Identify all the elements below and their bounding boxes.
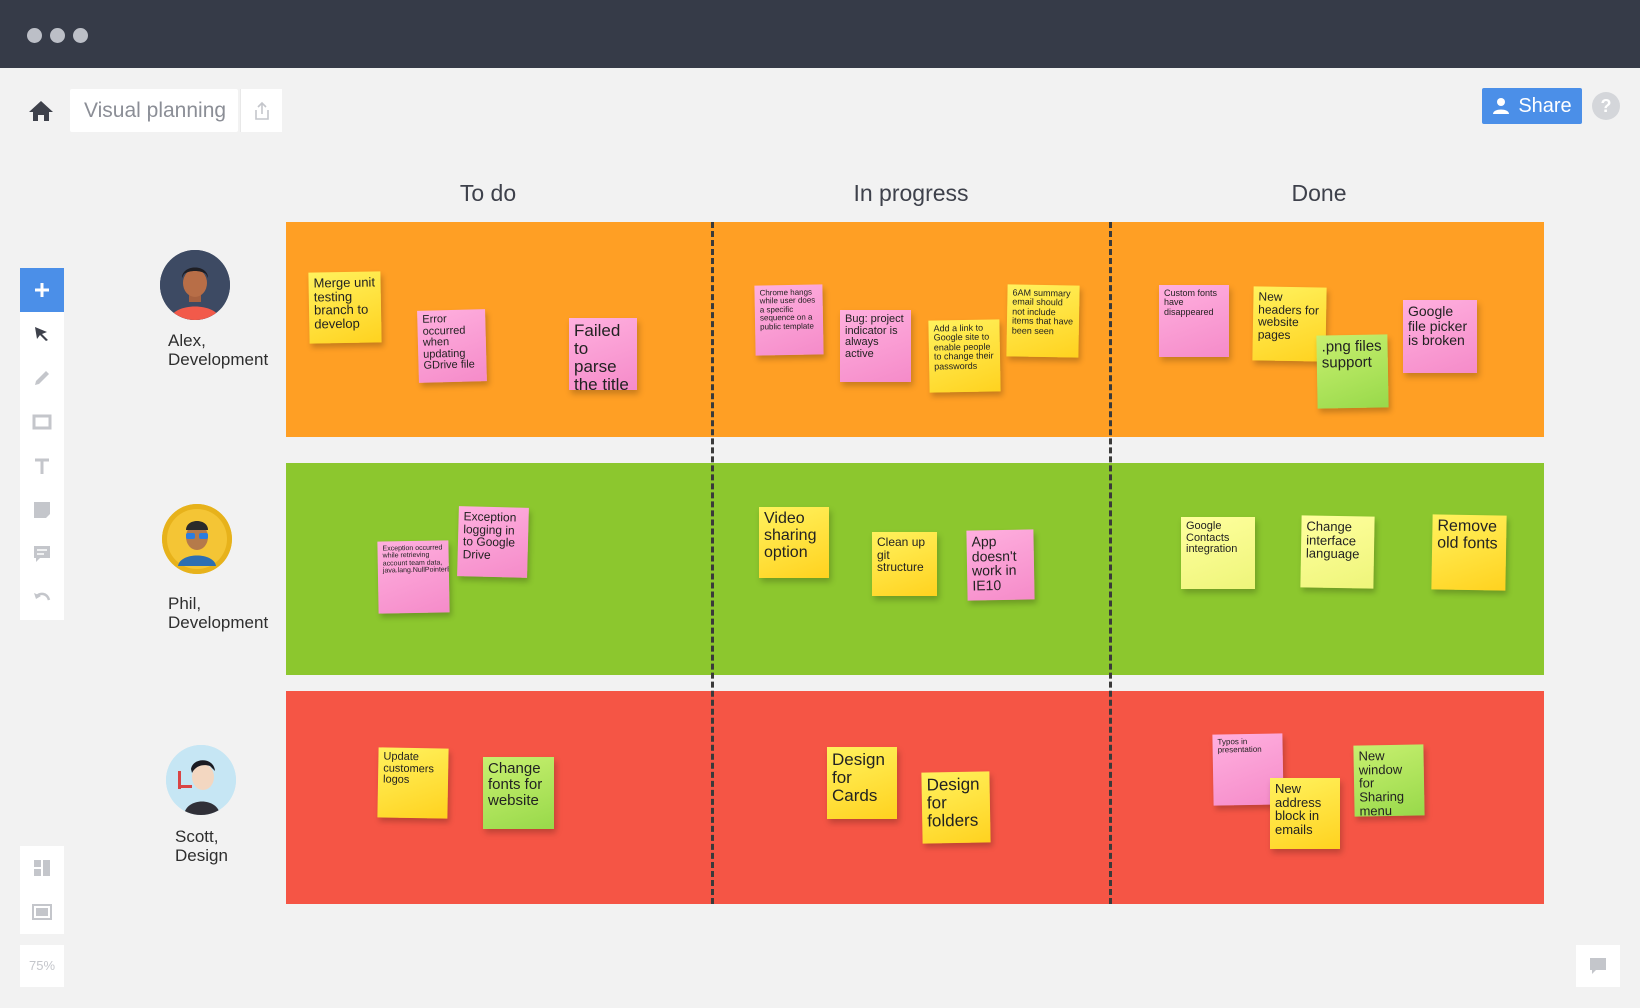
- sticky-note-icon: [34, 502, 50, 518]
- sticky-note[interactable]: Google file picker is broken: [1403, 300, 1477, 373]
- sticky-note[interactable]: Design for folders: [921, 771, 991, 844]
- fit-screen-toggle[interactable]: [20, 890, 64, 934]
- export-button[interactable]: [240, 89, 282, 132]
- column-title-done: Done: [1291, 180, 1347, 206]
- person-role: Development: [168, 350, 269, 369]
- pen-tool[interactable]: [20, 356, 64, 400]
- shape-tool[interactable]: [20, 400, 64, 444]
- plus-icon: [35, 283, 49, 297]
- avatar-scott[interactable]: [166, 745, 236, 815]
- help-button[interactable]: ?: [1592, 92, 1620, 120]
- chat-icon: [1590, 958, 1606, 974]
- share-label: Share: [1518, 94, 1572, 117]
- tool-panel: [20, 268, 64, 620]
- layout-toggle[interactable]: [20, 846, 64, 890]
- avatar-alex[interactable]: [160, 250, 230, 320]
- avatar-phil[interactable]: [162, 504, 232, 574]
- sticky-note[interactable]: New headers for website pages: [1252, 286, 1327, 362]
- window-dot-minimize[interactable]: [50, 28, 65, 43]
- person-role: Development: [168, 613, 269, 632]
- rectangle-icon: [32, 414, 52, 430]
- select-tool[interactable]: [20, 312, 64, 356]
- sticky-note[interactable]: Video sharing option: [759, 507, 829, 578]
- sticky-note[interactable]: Exception logging in to Google Drive: [457, 506, 529, 578]
- sticky-note-tool[interactable]: [20, 488, 64, 532]
- sticky-note[interactable]: .png files support: [1316, 334, 1389, 409]
- column-title-todo: To do: [459, 180, 517, 206]
- home-icon: [29, 101, 53, 121]
- column-title-in-progress: In progress: [853, 180, 969, 206]
- comment-icon: [34, 546, 50, 562]
- sticky-note[interactable]: Design for Cards: [827, 747, 897, 819]
- share-button[interactable]: Share: [1482, 88, 1582, 124]
- pencil-icon: [35, 371, 49, 385]
- person-name: Scott,: [175, 827, 219, 846]
- text-t-icon: [35, 458, 49, 474]
- user-icon: [1493, 98, 1510, 114]
- sticky-note[interactable]: Exception occurred while retrieving acco…: [377, 540, 450, 614]
- undo-icon: [34, 592, 51, 601]
- column-divider: [711, 222, 714, 904]
- undo-tool[interactable]: [20, 576, 64, 620]
- window-dot-maximize[interactable]: [73, 28, 88, 43]
- board-title[interactable]: Visual planning: [70, 89, 238, 132]
- add-tool[interactable]: [20, 268, 64, 312]
- sticky-note[interactable]: Chrome hangs while user does a specific …: [754, 284, 824, 356]
- sticky-note[interactable]: Error occurred when updating GDrive file: [417, 309, 487, 383]
- sticky-note[interactable]: New window for Sharing menu: [1353, 744, 1425, 817]
- person-name-scott: Scott, Design: [175, 827, 228, 865]
- sticky-note[interactable]: App doesn't work in IE10: [966, 529, 1035, 601]
- sticky-note[interactable]: Clean up git structure: [872, 532, 937, 596]
- zoom-level[interactable]: 75%: [20, 945, 64, 987]
- person-name: Alex,: [168, 331, 206, 350]
- fit-screen-icon: [32, 904, 52, 920]
- sticky-note[interactable]: Custom fonts have disappeared: [1159, 285, 1229, 357]
- person-name-alex: Alex, Development: [168, 331, 268, 369]
- sticky-note[interactable]: Failed to parse the title: [569, 318, 637, 390]
- sticky-note[interactable]: Change fonts for website: [483, 757, 554, 829]
- home-button[interactable]: [24, 96, 58, 126]
- sticky-note[interactable]: Add a link to Google site to enable peop…: [928, 319, 1001, 393]
- sticky-note[interactable]: 6AM summary email should not include ite…: [1006, 284, 1080, 358]
- cursor-arrow-icon: [35, 327, 48, 341]
- sticky-note[interactable]: New address block in emails: [1270, 778, 1340, 849]
- sticky-note[interactable]: Google Contacts integration: [1181, 517, 1255, 589]
- sticky-note[interactable]: Remove old fonts: [1431, 514, 1507, 591]
- sticky-note[interactable]: Merge unit testing branch to develop: [308, 271, 382, 344]
- person-name-phil: Phil, Development: [168, 594, 268, 632]
- window-titlebar: [0, 0, 1640, 68]
- view-panel: [20, 846, 64, 934]
- person-name: Phil,: [168, 594, 202, 613]
- upload-icon: [254, 101, 269, 120]
- layout-icon: [34, 860, 50, 876]
- window-dot-close[interactable]: [27, 28, 42, 43]
- chat-button[interactable]: [1576, 945, 1620, 987]
- comment-tool[interactable]: [20, 532, 64, 576]
- sticky-note[interactable]: Bug: project indicator is always active: [840, 310, 911, 382]
- sticky-note[interactable]: Update customers logos: [377, 747, 449, 819]
- sticky-note[interactable]: Change interface language: [1300, 515, 1375, 589]
- column-divider: [1109, 222, 1112, 904]
- person-role: Design: [175, 846, 228, 865]
- text-tool[interactable]: [20, 444, 64, 488]
